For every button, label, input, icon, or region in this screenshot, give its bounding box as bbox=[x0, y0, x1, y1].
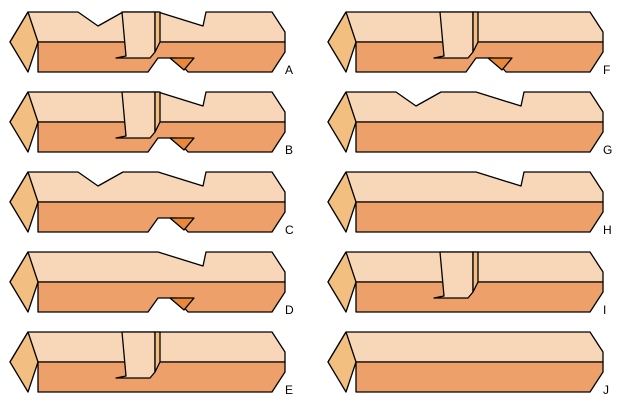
bar-label: I bbox=[603, 303, 606, 317]
bottom-notch bbox=[169, 297, 195, 311]
bar-label: B bbox=[285, 143, 293, 157]
bar-d bbox=[9, 251, 286, 313]
end-face bbox=[327, 251, 357, 313]
bottom-notch bbox=[487, 57, 513, 71]
bottom-notch bbox=[169, 137, 195, 151]
bar-label: J bbox=[603, 383, 609, 397]
front-face bbox=[355, 281, 604, 313]
end-face bbox=[9, 251, 39, 313]
front-face bbox=[37, 41, 286, 73]
top-face bbox=[327, 171, 604, 203]
bar-label: G bbox=[603, 143, 612, 157]
end-face bbox=[327, 91, 357, 153]
bar-label: E bbox=[285, 383, 293, 397]
slot-side bbox=[154, 11, 161, 53]
bar-i bbox=[327, 251, 604, 313]
bar-j bbox=[327, 331, 604, 393]
bar-e bbox=[9, 331, 286, 393]
top-face bbox=[9, 251, 286, 283]
front-face bbox=[37, 201, 286, 233]
bar-label: D bbox=[285, 303, 294, 317]
front-face bbox=[37, 361, 286, 393]
bar-label: H bbox=[603, 223, 612, 237]
top-face bbox=[327, 331, 604, 363]
top-face bbox=[327, 91, 604, 123]
front-face bbox=[355, 361, 604, 393]
slot-side bbox=[154, 91, 161, 133]
bar-a bbox=[9, 11, 286, 73]
front-face bbox=[37, 281, 286, 313]
end-face bbox=[327, 171, 357, 233]
bar-label: F bbox=[603, 63, 610, 77]
bar-h bbox=[327, 171, 604, 233]
bar-label: A bbox=[285, 63, 293, 77]
end-face bbox=[9, 91, 39, 153]
bottom-notch bbox=[169, 57, 195, 71]
top-face bbox=[9, 171, 286, 203]
slot-side bbox=[472, 11, 479, 53]
slot-side bbox=[472, 251, 479, 293]
end-face bbox=[9, 11, 39, 73]
end-face bbox=[327, 11, 357, 73]
end-face bbox=[327, 331, 357, 393]
front-face bbox=[355, 201, 604, 233]
front-face bbox=[355, 41, 604, 73]
front-face bbox=[37, 121, 286, 153]
bar-b bbox=[9, 91, 286, 153]
bottom-notch bbox=[169, 217, 195, 231]
end-face bbox=[9, 171, 39, 233]
end-face bbox=[9, 331, 39, 393]
bar-g bbox=[327, 91, 604, 153]
front-face bbox=[355, 121, 604, 153]
bar-f bbox=[327, 11, 604, 73]
bar-c bbox=[9, 171, 286, 233]
slot-side bbox=[154, 331, 161, 373]
bar-label: C bbox=[285, 223, 294, 237]
